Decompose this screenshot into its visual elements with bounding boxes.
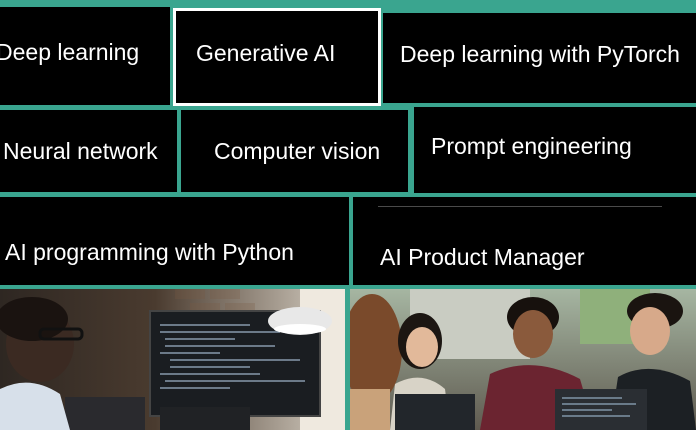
topic-label: AI programming with Python xyxy=(5,238,294,265)
topic-label: Prompt engineering xyxy=(431,132,632,159)
topic-tile-ai-product-manager[interactable]: AI Product Manager xyxy=(353,197,696,285)
topic-label: Deep learning xyxy=(0,38,140,65)
photo-developer-at-monitors xyxy=(0,289,345,430)
topic-label: Generative AI xyxy=(196,39,336,66)
topic-tile-deep-learning[interactable]: Deep learning xyxy=(0,7,170,105)
topic-tile-ai-programming-python[interactable]: AI programming with Python xyxy=(0,197,349,285)
topic-tile-neural-network[interactable]: Neural network xyxy=(0,110,177,192)
topic-tile-prompt-engineering[interactable]: Prompt engineering xyxy=(414,107,696,193)
topic-label: Deep learning with PyTorch xyxy=(400,40,680,67)
topic-tile-computer-vision[interactable]: Computer vision xyxy=(181,110,408,192)
topic-label: Computer vision xyxy=(214,137,381,164)
photo-students-with-laptops xyxy=(350,289,696,430)
topic-tile-generative-ai[interactable]: Generative AI xyxy=(173,8,381,106)
topic-tile-deep-learning-pytorch[interactable]: Deep learning with PyTorch xyxy=(383,13,696,103)
topic-label: Neural network xyxy=(3,137,158,164)
topic-label: AI Product Manager xyxy=(380,243,585,270)
divider-line xyxy=(378,206,662,207)
